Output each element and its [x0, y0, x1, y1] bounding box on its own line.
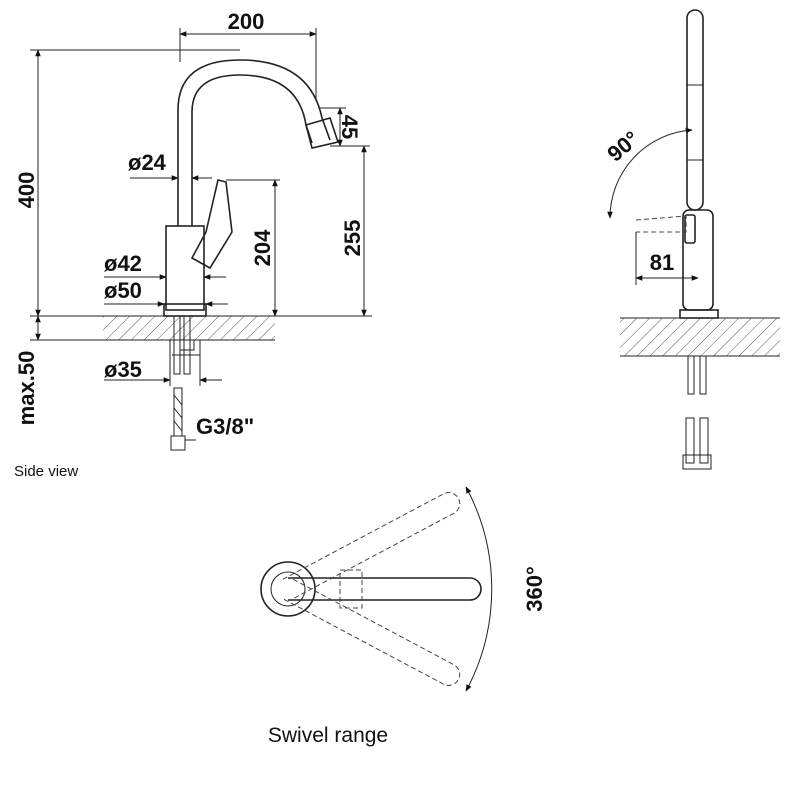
swivel-view: 360° Swivel range [260, 486, 547, 747]
side-view-caption: Side view [14, 463, 78, 480]
dim-swivel-angle-label: 360° [522, 566, 547, 612]
dim-width-label: 200 [228, 9, 265, 34]
faucet-body [163, 59, 340, 451]
dim-base-diameter-label: ø50 [104, 278, 142, 303]
countertop-hatch [103, 316, 275, 340]
dim-hole-diameter-label: ø35 [104, 357, 142, 382]
dim-front-angle-label: 90° [602, 126, 644, 167]
dim-height-label: 400 [14, 172, 39, 209]
front-faucet-body [635, 9, 719, 470]
dim-lever-reach-label: 81 [650, 250, 674, 275]
dim-connection-label: G3/8" [196, 414, 254, 439]
front-countertop-hatch [620, 318, 780, 356]
swivel-view-caption: Swivel range [268, 724, 388, 747]
dim-spout-tilt-label: 45 [337, 115, 362, 139]
dim-lever-height-label: 204 [250, 229, 275, 266]
dim-body-diameter-label: ø42 [104, 251, 142, 276]
front-view: 90° 81 [602, 9, 780, 470]
dim-spout-height-label: 255 [340, 220, 365, 257]
side-view: 200 400 45 255 204 ø24 ø42 ø50 [14, 9, 372, 480]
dim-max-thickness-label: max.50 [14, 351, 39, 426]
dim-spout-diameter-label: ø24 [128, 150, 167, 175]
